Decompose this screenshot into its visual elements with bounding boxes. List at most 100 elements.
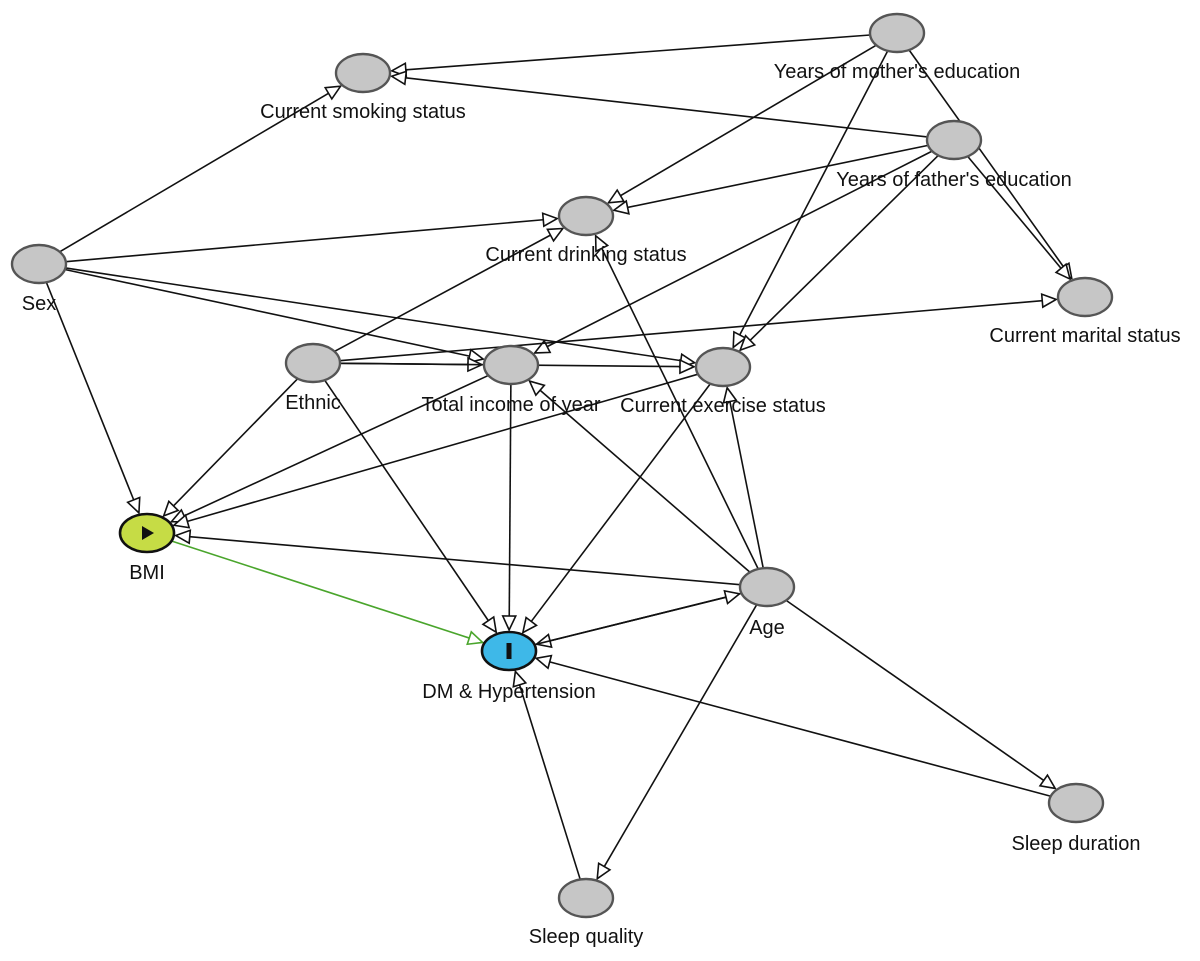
edge-line <box>908 49 1065 268</box>
edge-age-to-sleep_qual <box>596 604 758 881</box>
arrowhead <box>1040 292 1059 309</box>
edge-line <box>627 144 929 209</box>
edge-exercise-to-outcome <box>521 383 711 635</box>
edge-mother_edu-to-drinking <box>606 44 877 204</box>
arrowhead <box>532 339 552 354</box>
arrowhead <box>389 70 408 86</box>
edge-mother_edu-to-marital <box>908 49 1073 280</box>
node-label: Sleep duration <box>1012 833 1141 855</box>
node-label: Current drinking status <box>485 244 686 266</box>
arrowhead <box>612 199 630 215</box>
edge-father_edu-to-smoking <box>389 70 928 138</box>
node-sleep-qual[interactable]: Sleep quality <box>529 877 644 948</box>
node-sleep-dur[interactable]: Sleep duration <box>1012 782 1141 855</box>
arrowhead <box>1038 773 1057 790</box>
edge-line <box>334 234 551 353</box>
edge-sleep_dur-to-outcome <box>534 654 1051 798</box>
edge-age-to-drinking <box>594 234 759 570</box>
node-income[interactable]: Total income of year <box>422 344 601 416</box>
play-icon <box>142 526 154 540</box>
arrowhead <box>679 358 696 375</box>
edge-sex-to-exercise <box>65 267 697 369</box>
arrowhead <box>723 589 742 605</box>
node-label: Total income of year <box>422 394 601 416</box>
edge-line <box>785 599 1045 782</box>
edge-exercise-to-bmi <box>172 373 699 529</box>
edge-age-to-exercise <box>722 385 765 569</box>
edge-line <box>518 684 581 880</box>
arrowhead <box>512 669 528 688</box>
node-label: Sex <box>22 293 56 315</box>
arrowhead <box>501 615 518 632</box>
node-marital[interactable]: Current marital status <box>989 276 1181 347</box>
arrowhead <box>606 188 626 204</box>
node-father-edu[interactable]: Years of father's education <box>836 119 1072 191</box>
nodes-layer: Years of mother's education Current smoki… <box>10 12 1181 948</box>
node-ellipse[interactable] <box>694 346 752 388</box>
node-smoking[interactable]: Current smoking status <box>260 52 466 123</box>
arrowhead <box>738 334 757 352</box>
edge-line <box>601 247 759 570</box>
node-label: Years of father's education <box>836 169 1071 191</box>
edge-ethnic-to-marital <box>339 292 1059 362</box>
edge-sex-to-drinking <box>65 212 560 263</box>
node-ellipse[interactable] <box>868 12 926 54</box>
arrowhead <box>596 861 612 881</box>
node-ellipse[interactable] <box>10 243 68 285</box>
node-ethnic[interactable]: Ethnic <box>284 342 342 414</box>
edge-ethnic-to-drinking <box>334 227 565 353</box>
edge-line <box>172 378 299 507</box>
node-ellipse[interactable] <box>1056 276 1114 318</box>
node-ellipse[interactable] <box>557 877 615 919</box>
edge-line <box>603 604 758 867</box>
node-label: Years of mother's education <box>774 61 1021 83</box>
node-ellipse[interactable] <box>334 52 392 94</box>
node-ellipse[interactable] <box>738 566 796 608</box>
node-label: Ethnic <box>285 392 341 414</box>
edge-line <box>187 373 699 523</box>
node-age[interactable]: Age <box>738 566 796 639</box>
node-sex[interactable]: Sex <box>10 243 68 315</box>
edge-age-to-sleep_dur <box>785 599 1057 790</box>
node-label: Current exercise status <box>620 395 826 417</box>
edge-line <box>620 44 877 197</box>
edge-line <box>339 299 1043 362</box>
node-ellipse[interactable] <box>925 119 983 161</box>
node-drinking[interactable]: Current drinking status <box>485 195 687 266</box>
edge-line <box>189 535 741 586</box>
arrowhead <box>162 499 180 518</box>
arrowhead <box>173 529 192 545</box>
node-label: Current marital status <box>989 325 1180 347</box>
arrowhead <box>1054 262 1072 281</box>
arrowhead <box>594 234 610 253</box>
node-ellipse[interactable] <box>284 342 342 384</box>
edge-line <box>59 92 329 253</box>
node-exercise[interactable]: Current exercise status <box>620 346 826 417</box>
edges-layer <box>45 34 1073 881</box>
edge-line <box>45 281 135 501</box>
edge-income-to-outcome <box>501 383 518 632</box>
arrowhead <box>541 212 560 228</box>
node-bmi[interactable]: BMI <box>118 512 176 584</box>
node-outcome[interactable]: DM & Hypertension <box>422 630 596 703</box>
edge-mother_edu-to-exercise <box>732 50 889 350</box>
edge-line <box>549 661 1051 798</box>
arrowhead <box>323 85 343 101</box>
edge-line <box>539 389 751 573</box>
node-ellipse[interactable] <box>482 344 540 386</box>
edge-father_edu-to-drinking <box>612 144 929 215</box>
edge-father_edu-to-exercise <box>738 154 939 352</box>
edge-line <box>967 155 1062 269</box>
edge-sex-to-income <box>64 268 486 364</box>
arrowhead <box>528 379 546 397</box>
edge-line <box>530 383 711 622</box>
bar-icon <box>506 643 512 659</box>
edge-line <box>738 50 889 336</box>
arrowhead <box>172 513 191 529</box>
node-ellipse[interactable] <box>1047 782 1105 824</box>
edge-line <box>183 374 489 517</box>
node-ellipse[interactable] <box>557 195 615 237</box>
node-mother-edu[interactable]: Years of mother's education <box>774 12 1021 83</box>
arrowhead <box>722 385 738 404</box>
